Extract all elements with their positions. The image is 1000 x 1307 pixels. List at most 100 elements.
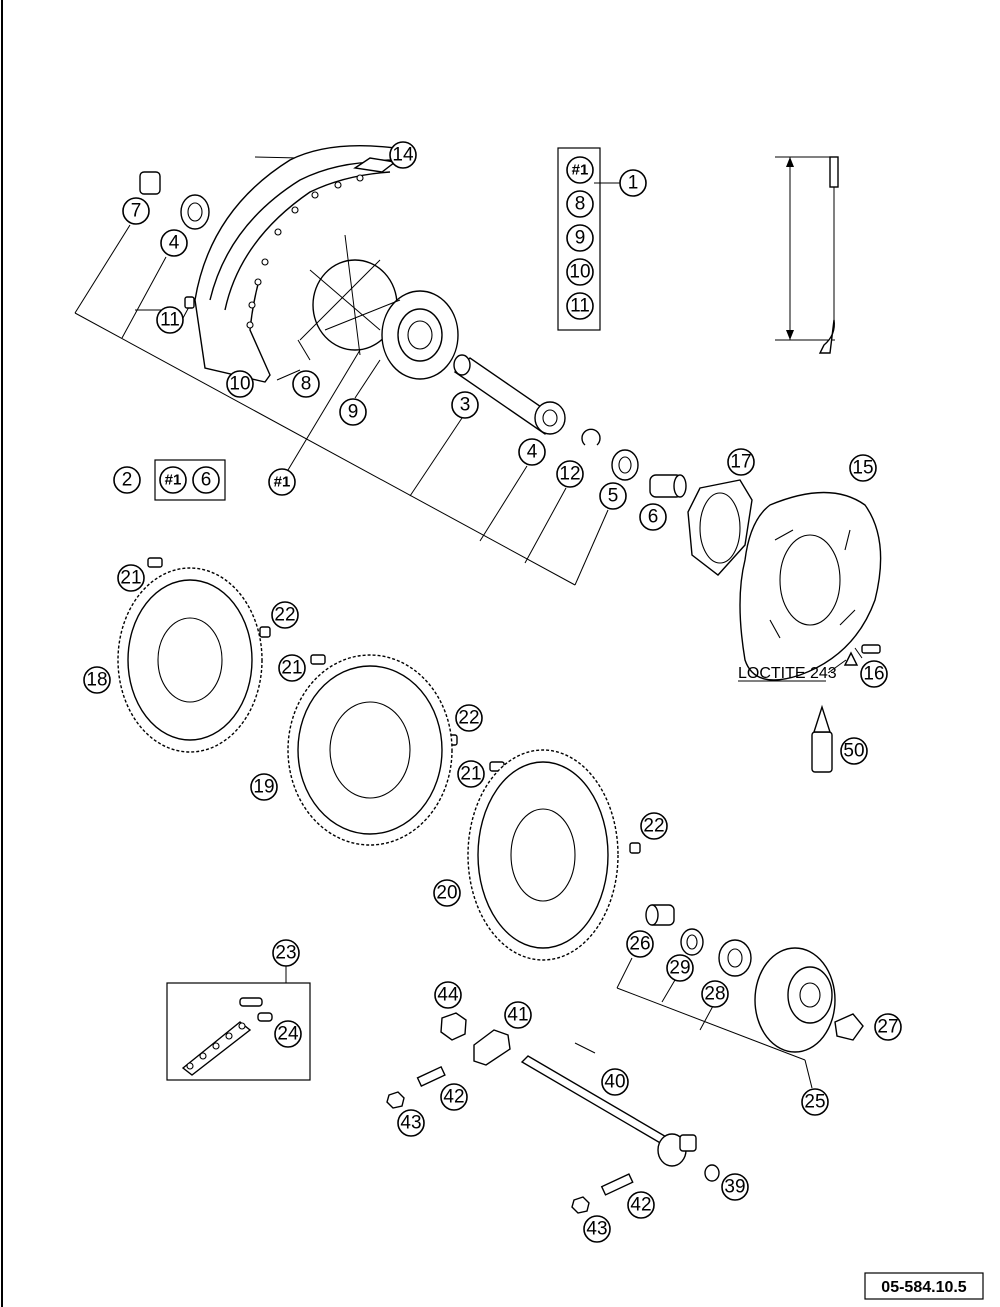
svg-text:16: 16 bbox=[863, 664, 884, 685]
sprocket-bolt bbox=[310, 654, 326, 665]
callout-26[interactable]: 26 bbox=[626, 930, 654, 958]
callout-18[interactable]: 18 bbox=[83, 666, 111, 694]
callout-10[interactable]: 10 bbox=[226, 370, 254, 398]
svg-text:21: 21 bbox=[120, 568, 141, 589]
callout-16[interactable]: 16 bbox=[860, 660, 888, 688]
callout-22-c[interactable]: 22 bbox=[640, 812, 668, 840]
callout-21-b[interactable]: 21 bbox=[278, 654, 306, 682]
callout-43-a[interactable]: 43 bbox=[397, 1109, 425, 1137]
svg-text:7: 7 bbox=[131, 201, 142, 222]
callout-8[interactable]: 8 bbox=[292, 370, 320, 398]
sprocket-nut bbox=[629, 842, 641, 854]
callout-5[interactable]: 5 bbox=[599, 482, 627, 510]
callout-19[interactable]: 19 bbox=[250, 773, 278, 801]
callout-15[interactable]: 15 bbox=[849, 454, 877, 482]
svg-text:26: 26 bbox=[629, 934, 650, 955]
svg-text:14: 14 bbox=[392, 145, 414, 166]
assembly-box-1 bbox=[557, 147, 601, 331]
callout-50[interactable]: 50 bbox=[840, 737, 868, 765]
svg-text:17: 17 bbox=[730, 452, 751, 473]
callout-22-a[interactable]: 22 bbox=[271, 601, 299, 629]
callout-9-box[interactable]: 9 bbox=[566, 224, 594, 252]
sprocket-18 bbox=[117, 567, 263, 753]
callout-1[interactable]: 1 bbox=[619, 169, 647, 197]
callout-7[interactable]: 7 bbox=[122, 197, 150, 225]
brake-disc-screw bbox=[843, 644, 881, 666]
callout-42-a[interactable]: 42 bbox=[440, 1083, 468, 1111]
callout-9[interactable]: 9 bbox=[339, 398, 367, 426]
callout-28[interactable]: 28 bbox=[701, 980, 729, 1008]
callout-hash1-box[interactable]: #1 bbox=[566, 156, 594, 184]
svg-text:42: 42 bbox=[443, 1087, 464, 1108]
callout-2[interactable]: 2 bbox=[113, 466, 141, 494]
damper bbox=[834, 1013, 864, 1041]
callout-41[interactable]: 41 bbox=[504, 1001, 532, 1029]
callout-4-top[interactable]: 4 bbox=[160, 229, 188, 257]
svg-text:10: 10 bbox=[229, 374, 250, 395]
callout-hash1-group[interactable]: #1 bbox=[159, 466, 187, 494]
svg-text:27: 27 bbox=[877, 1017, 898, 1038]
callout-11-box[interactable]: 11 bbox=[566, 292, 594, 320]
svg-text:4: 4 bbox=[169, 233, 180, 254]
loctite-note: LOCTITE 243 bbox=[738, 665, 837, 682]
svg-text:8: 8 bbox=[301, 374, 312, 395]
callout-24[interactable]: 24 bbox=[274, 1020, 302, 1048]
svg-text:22: 22 bbox=[458, 708, 479, 729]
callout-17[interactable]: 17 bbox=[727, 448, 755, 476]
callout-14[interactable]: 14 bbox=[389, 141, 417, 169]
callout-11[interactable]: 11 bbox=[156, 306, 184, 334]
adjusting-screw bbox=[416, 1065, 446, 1087]
callout-25[interactable]: 25 bbox=[801, 1088, 829, 1116]
svg-text:11: 11 bbox=[570, 296, 590, 317]
callout-21-a[interactable]: 21 bbox=[117, 564, 145, 592]
callout-8-box[interactable]: 8 bbox=[566, 190, 594, 218]
wheel-axle bbox=[520, 1055, 697, 1167]
loctite-tube bbox=[811, 704, 833, 773]
svg-text:29: 29 bbox=[669, 958, 690, 979]
callout-6[interactable]: 6 bbox=[639, 503, 667, 531]
callout-44[interactable]: 44 bbox=[434, 981, 462, 1009]
callout-29[interactable]: 29 bbox=[666, 954, 694, 982]
svg-text:20: 20 bbox=[436, 883, 457, 904]
lock-nut bbox=[386, 1091, 405, 1109]
lock-nut bbox=[571, 1196, 590, 1214]
svg-text:2: 2 bbox=[122, 470, 133, 491]
svg-text:22: 22 bbox=[643, 816, 664, 837]
callout-42-b[interactable]: 42 bbox=[627, 1191, 655, 1219]
carrier-spacer bbox=[645, 904, 675, 926]
callout-10-box[interactable]: 10 bbox=[566, 258, 594, 286]
svg-text:23: 23 bbox=[275, 943, 296, 964]
diagram-number: 05-584.10.5 bbox=[881, 1279, 967, 1296]
callout-22-b[interactable]: 22 bbox=[455, 704, 483, 732]
spoke-gauge bbox=[775, 156, 839, 354]
callout-23[interactable]: 23 bbox=[272, 939, 300, 967]
callout-4[interactable]: 4 bbox=[518, 438, 546, 466]
callout-43-b[interactable]: 43 bbox=[583, 1215, 611, 1243]
callout-20[interactable]: 20 bbox=[433, 879, 461, 907]
axle-nut bbox=[440, 1012, 467, 1041]
svg-text:15: 15 bbox=[852, 458, 873, 479]
callout-40[interactable]: 40 bbox=[601, 1068, 629, 1096]
svg-text:3: 3 bbox=[460, 395, 471, 416]
callout-39[interactable]: 39 bbox=[721, 1173, 749, 1201]
sprocket-carrier bbox=[754, 947, 836, 1053]
sprocket-bolt bbox=[147, 557, 163, 568]
callout-hash1[interactable]: #1 bbox=[268, 468, 296, 496]
svg-text:11: 11 bbox=[160, 310, 180, 331]
svg-text:4: 4 bbox=[527, 442, 538, 463]
sprocket-19 bbox=[287, 654, 453, 846]
callout-27[interactable]: 27 bbox=[874, 1013, 902, 1041]
svg-text:40: 40 bbox=[604, 1072, 625, 1093]
svg-text:9: 9 bbox=[575, 228, 586, 249]
svg-text:9: 9 bbox=[348, 402, 359, 423]
svg-text:6: 6 bbox=[648, 507, 659, 528]
svg-text:28: 28 bbox=[704, 984, 725, 1005]
callout-6-group[interactable]: 6 bbox=[192, 466, 220, 494]
callout-3[interactable]: 3 bbox=[451, 391, 479, 419]
callout-12[interactable]: 12 bbox=[556, 460, 584, 488]
callout-21-c[interactable]: 21 bbox=[457, 760, 485, 788]
svg-text:12: 12 bbox=[559, 464, 580, 485]
svg-text:43: 43 bbox=[400, 1113, 421, 1134]
brake-disc bbox=[739, 491, 882, 681]
svg-text:39: 39 bbox=[724, 1177, 745, 1198]
